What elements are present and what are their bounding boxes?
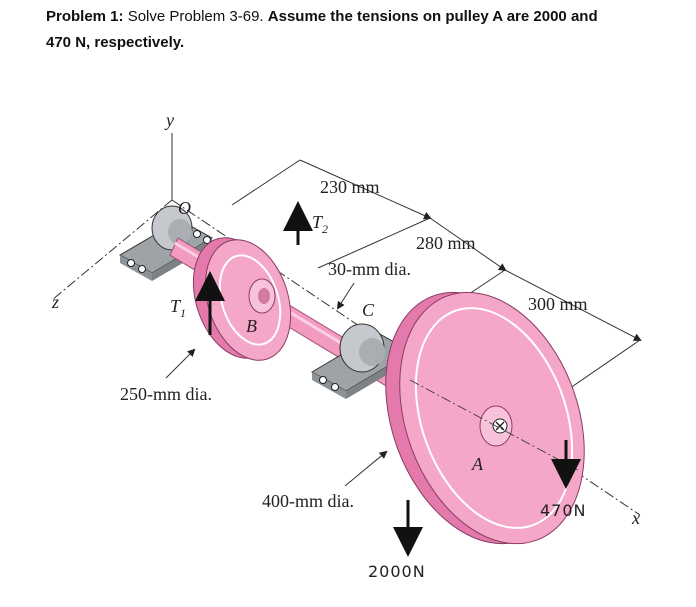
point-b-label: B <box>246 316 257 336</box>
pulley-b-dia-label: 250-mm dia. <box>120 384 212 404</box>
problem-text-normal: Solve Problem 3-69. <box>123 8 268 25</box>
t1-subscript: 1 <box>180 306 186 320</box>
z-axis-label: z <box>51 292 59 312</box>
shaft-dia-leader <box>336 282 355 310</box>
dim-ext-1 <box>317 217 431 269</box>
t2-subscript: 2 <box>322 222 328 236</box>
handwritten-470n: 470N <box>540 501 587 520</box>
pulley-a-dia-label: 400-mm dia. <box>262 491 354 511</box>
problem-text-bold-1: Assume the tensions on pulley A are 2000… <box>267 8 598 25</box>
dim-230-line <box>299 159 432 220</box>
t2-label: T2 <box>312 212 328 236</box>
point-c-label: C <box>362 300 375 320</box>
shaft-dia-label: 30-mm dia. <box>328 259 411 279</box>
dim-300-label: 300 mm <box>528 294 588 314</box>
t1-label: T1 <box>170 296 186 320</box>
pulley-b-dia-leader <box>165 348 196 379</box>
pulley-b <box>192 237 292 361</box>
dim-ext-3 <box>559 339 641 396</box>
dim-300-line <box>504 269 642 341</box>
t1-symbol: T <box>170 296 182 316</box>
point-a-label: A <box>471 454 484 474</box>
y-axis-label: y <box>164 110 174 130</box>
pulley-a <box>385 291 585 545</box>
problem-text-bold-2: 470 N, respectively. <box>46 34 185 51</box>
dim-280-line <box>429 217 507 272</box>
dim-230-label: 230 mm <box>320 177 380 197</box>
dim-230-ext <box>231 159 301 206</box>
problem-label: Problem 1: <box>46 8 124 25</box>
pulley-a-dia-leader <box>344 450 388 487</box>
x-axis-label: x <box>631 508 640 528</box>
dim-280-label: 280 mm <box>416 233 476 253</box>
problem-statement: Problem 1: Solve Problem 3-69. Assume th… <box>46 4 676 56</box>
t2-symbol: T <box>312 212 324 232</box>
origin-label: O <box>178 198 191 218</box>
handwritten-2000n: 2000N <box>368 562 426 581</box>
z-axis-line <box>51 199 173 301</box>
